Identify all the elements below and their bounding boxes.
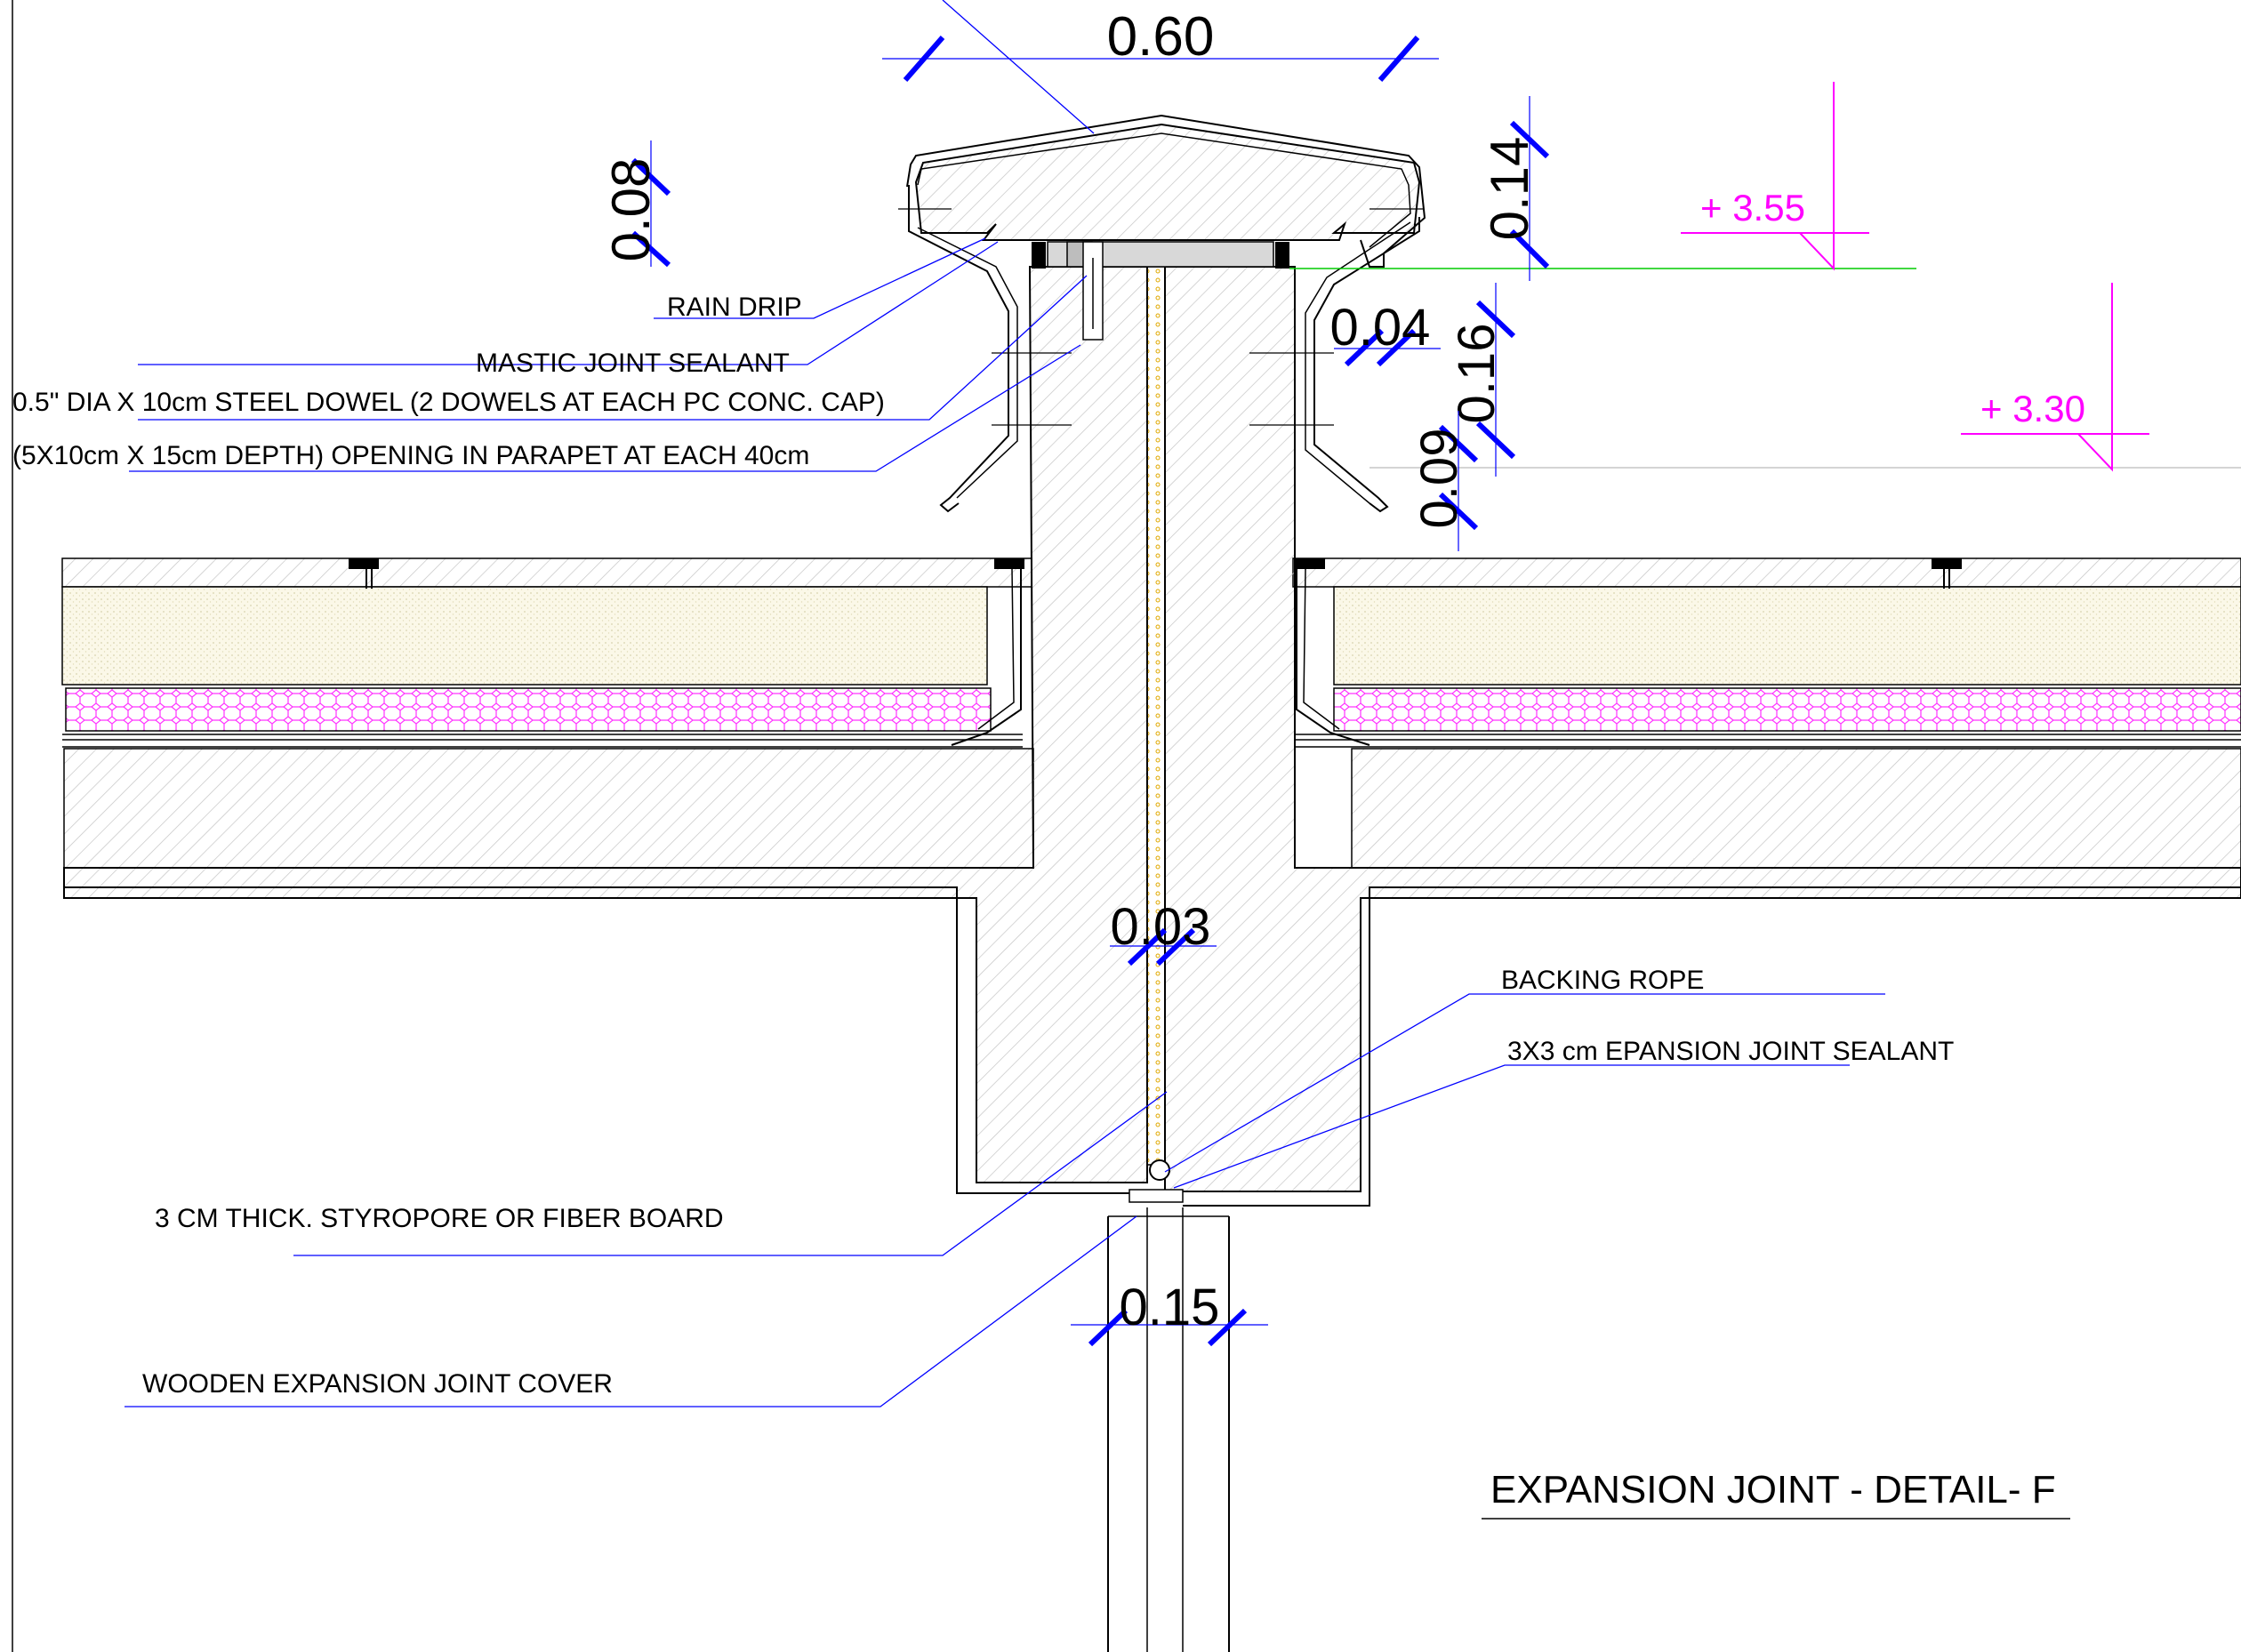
right-roof-buildup [1292,557,2241,869]
callout-mastic-joint-sealant: MASTIC JOINT SEALANT [476,349,790,378]
callout-steel-dowel: 0.5" DIA X 10cm STEEL DOWEL (2 DOWELS AT… [12,388,885,417]
dimension-flashing-drop: 0.09 [1410,411,1479,551]
callout-wooden-cover: WOODEN EXPANSION JOINT COVER [142,1369,613,1399]
right-parapet-beam [1164,266,2241,1192]
backing-rope [1149,1159,1170,1181]
dimension-joint-width: 0.03 [1110,898,1217,966]
leader-lines [124,0,1885,1407]
dim-cap-height-label: 0.14 [1480,137,1539,241]
callout-backing-rope: BACKING ROPE [1501,966,1704,995]
level-marker-lower: + 3.30 [1961,283,2149,472]
dimension-cap-width: 0.60 [882,6,1439,82]
dim-column-width-label: 0.15 [1120,1279,1220,1336]
dimension-column-width: 0.15 [1071,1279,1268,1347]
dim-cap-width-label: 0.60 [1107,6,1215,68]
dimension-cap-height: 0.14 [1480,96,1550,281]
dim-flashing-drop-label: 0.09 [1410,429,1468,529]
callout-parapet-opening: (5X10cm X 15cm DEPTH) OPENING IN PARAPET… [12,441,809,470]
dim-parapet-offset-label: 0.16 [1448,324,1506,424]
coping-cap [898,114,1426,513]
dim-gap-width-label: 0.04 [1330,299,1431,357]
level-label-upper: + 3.55 [1700,187,1805,229]
joint-filler-board [1146,266,1166,1166]
dimension-cap-thickness: 0.08 [601,140,671,268]
left-roof-buildup [61,557,1034,869]
level-label-lower: + 3.30 [1980,388,2085,429]
callout-styropore-board: 3 CM THICK. STYROPORE OR FIBER BOARD [155,1204,724,1233]
column-below [1107,1189,1230,1652]
callout-expansion-joint-sealant: 3X3 cm EPANSION JOINT SEALANT [1507,1037,1954,1066]
dimension-parapet-offset: 0.16 [1448,283,1516,477]
dimension-gap-width: 0.04 [1330,299,1441,367]
dim-cap-thickness-label: 0.08 [601,158,661,262]
drawing-title: EXPANSION JOINT - DETAIL- F [1490,1468,2056,1512]
callout-rain-drip: RAIN DRIP [667,293,802,322]
dim-joint-width-label: 0.03 [1111,898,1211,956]
level-marker-upper: + 3.55 [1681,82,1869,271]
